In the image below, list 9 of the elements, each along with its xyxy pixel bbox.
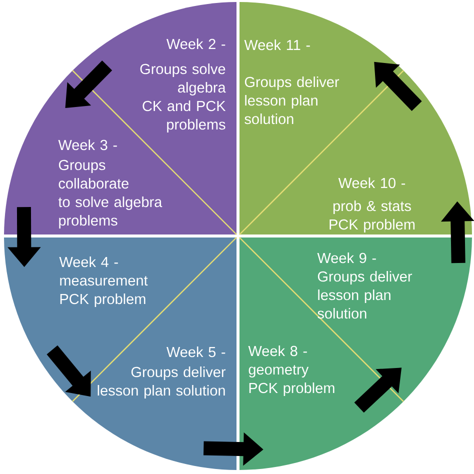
- node-label: Week 5 -: [166, 346, 226, 358]
- node-label: Groups deliver lesson plan solution: [244, 76, 340, 124]
- node-label: Week 2 -: [166, 38, 226, 50]
- node-label: geometry PCK problem: [248, 365, 334, 396]
- node-label: Week 8 -: [248, 345, 307, 356]
- node-label: Week 11 -: [244, 39, 310, 50]
- node-label: Week 10 -: [338, 177, 406, 188]
- node-label: Groups deliver lesson plan solution: [98, 366, 226, 399]
- node-label: Week 9 -: [317, 252, 376, 264]
